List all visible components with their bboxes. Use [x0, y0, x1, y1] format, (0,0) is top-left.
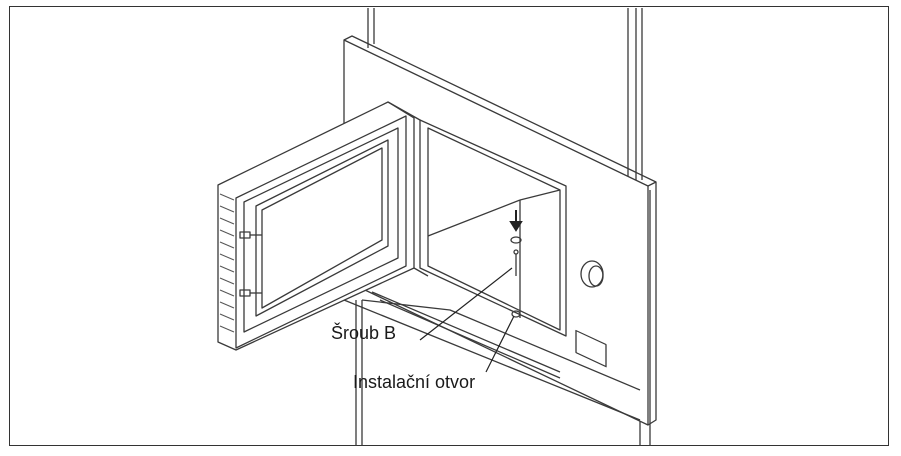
- knob-icon: [580, 260, 604, 288]
- screw-leader-line: [419, 267, 513, 341]
- installation-hole-label: Instalační otvor: [353, 372, 476, 392]
- hole-leader-line: [485, 315, 515, 373]
- screw-label: Šroub B: [331, 323, 397, 343]
- screw-assembly: [510, 236, 522, 318]
- down-arrow-icon: [509, 210, 523, 232]
- microwave-door: [217, 101, 429, 351]
- cabinet-outline: [355, 8, 651, 446]
